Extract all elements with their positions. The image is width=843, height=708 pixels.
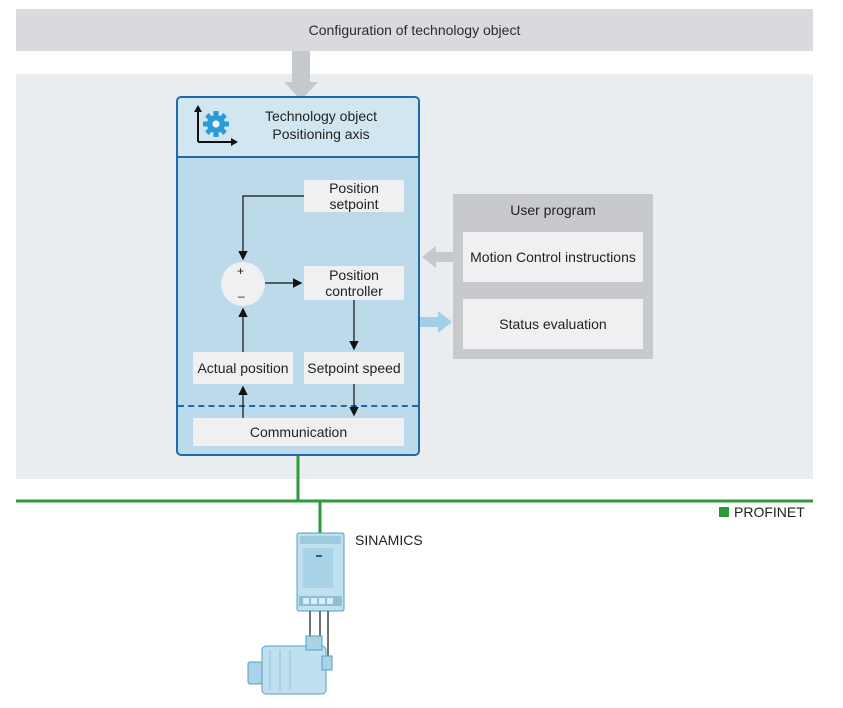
position-setpoint-block: Position setpoint — [304, 180, 404, 212]
to-title-line2: Positioning axis — [272, 126, 370, 142]
configuration-bar — [16, 9, 813, 51]
motion-control-to-to-arrow — [422, 246, 453, 268]
profinet-legend-icon — [719, 507, 729, 517]
gear-axis-icon — [194, 105, 238, 146]
user-program-title: User program — [510, 202, 596, 218]
config-down-arrow — [284, 51, 318, 100]
summing-junction — [221, 262, 265, 306]
servo-motor-icon — [247, 635, 333, 695]
configuration-title: Configuration of technology object — [308, 22, 521, 38]
to-to-status-arrow — [420, 311, 452, 333]
profinet-label: PROFINET — [734, 504, 805, 520]
communication-divider — [178, 405, 418, 407]
motion-control-block: Motion Control instructions — [463, 232, 643, 282]
sinamics-label: SINAMICS — [355, 532, 423, 548]
status-evaluation-block: Status evaluation — [463, 299, 643, 349]
summing-minus: – — [238, 289, 245, 303]
actual-position-block: Actual position — [193, 352, 293, 384]
technology-object-title: Technology object Positioning axis — [236, 107, 406, 143]
to-title-line1: Technology object — [264, 108, 378, 124]
summing-plus: + — [237, 264, 245, 278]
sinamics-drive-icon — [296, 532, 345, 612]
position-controller-block: Position controller — [304, 266, 404, 300]
communication-block: Communication — [193, 418, 404, 446]
setpoint-speed-block: Setpoint speed — [304, 352, 404, 384]
setpoint-to-sum-arrow — [238, 195, 304, 261]
